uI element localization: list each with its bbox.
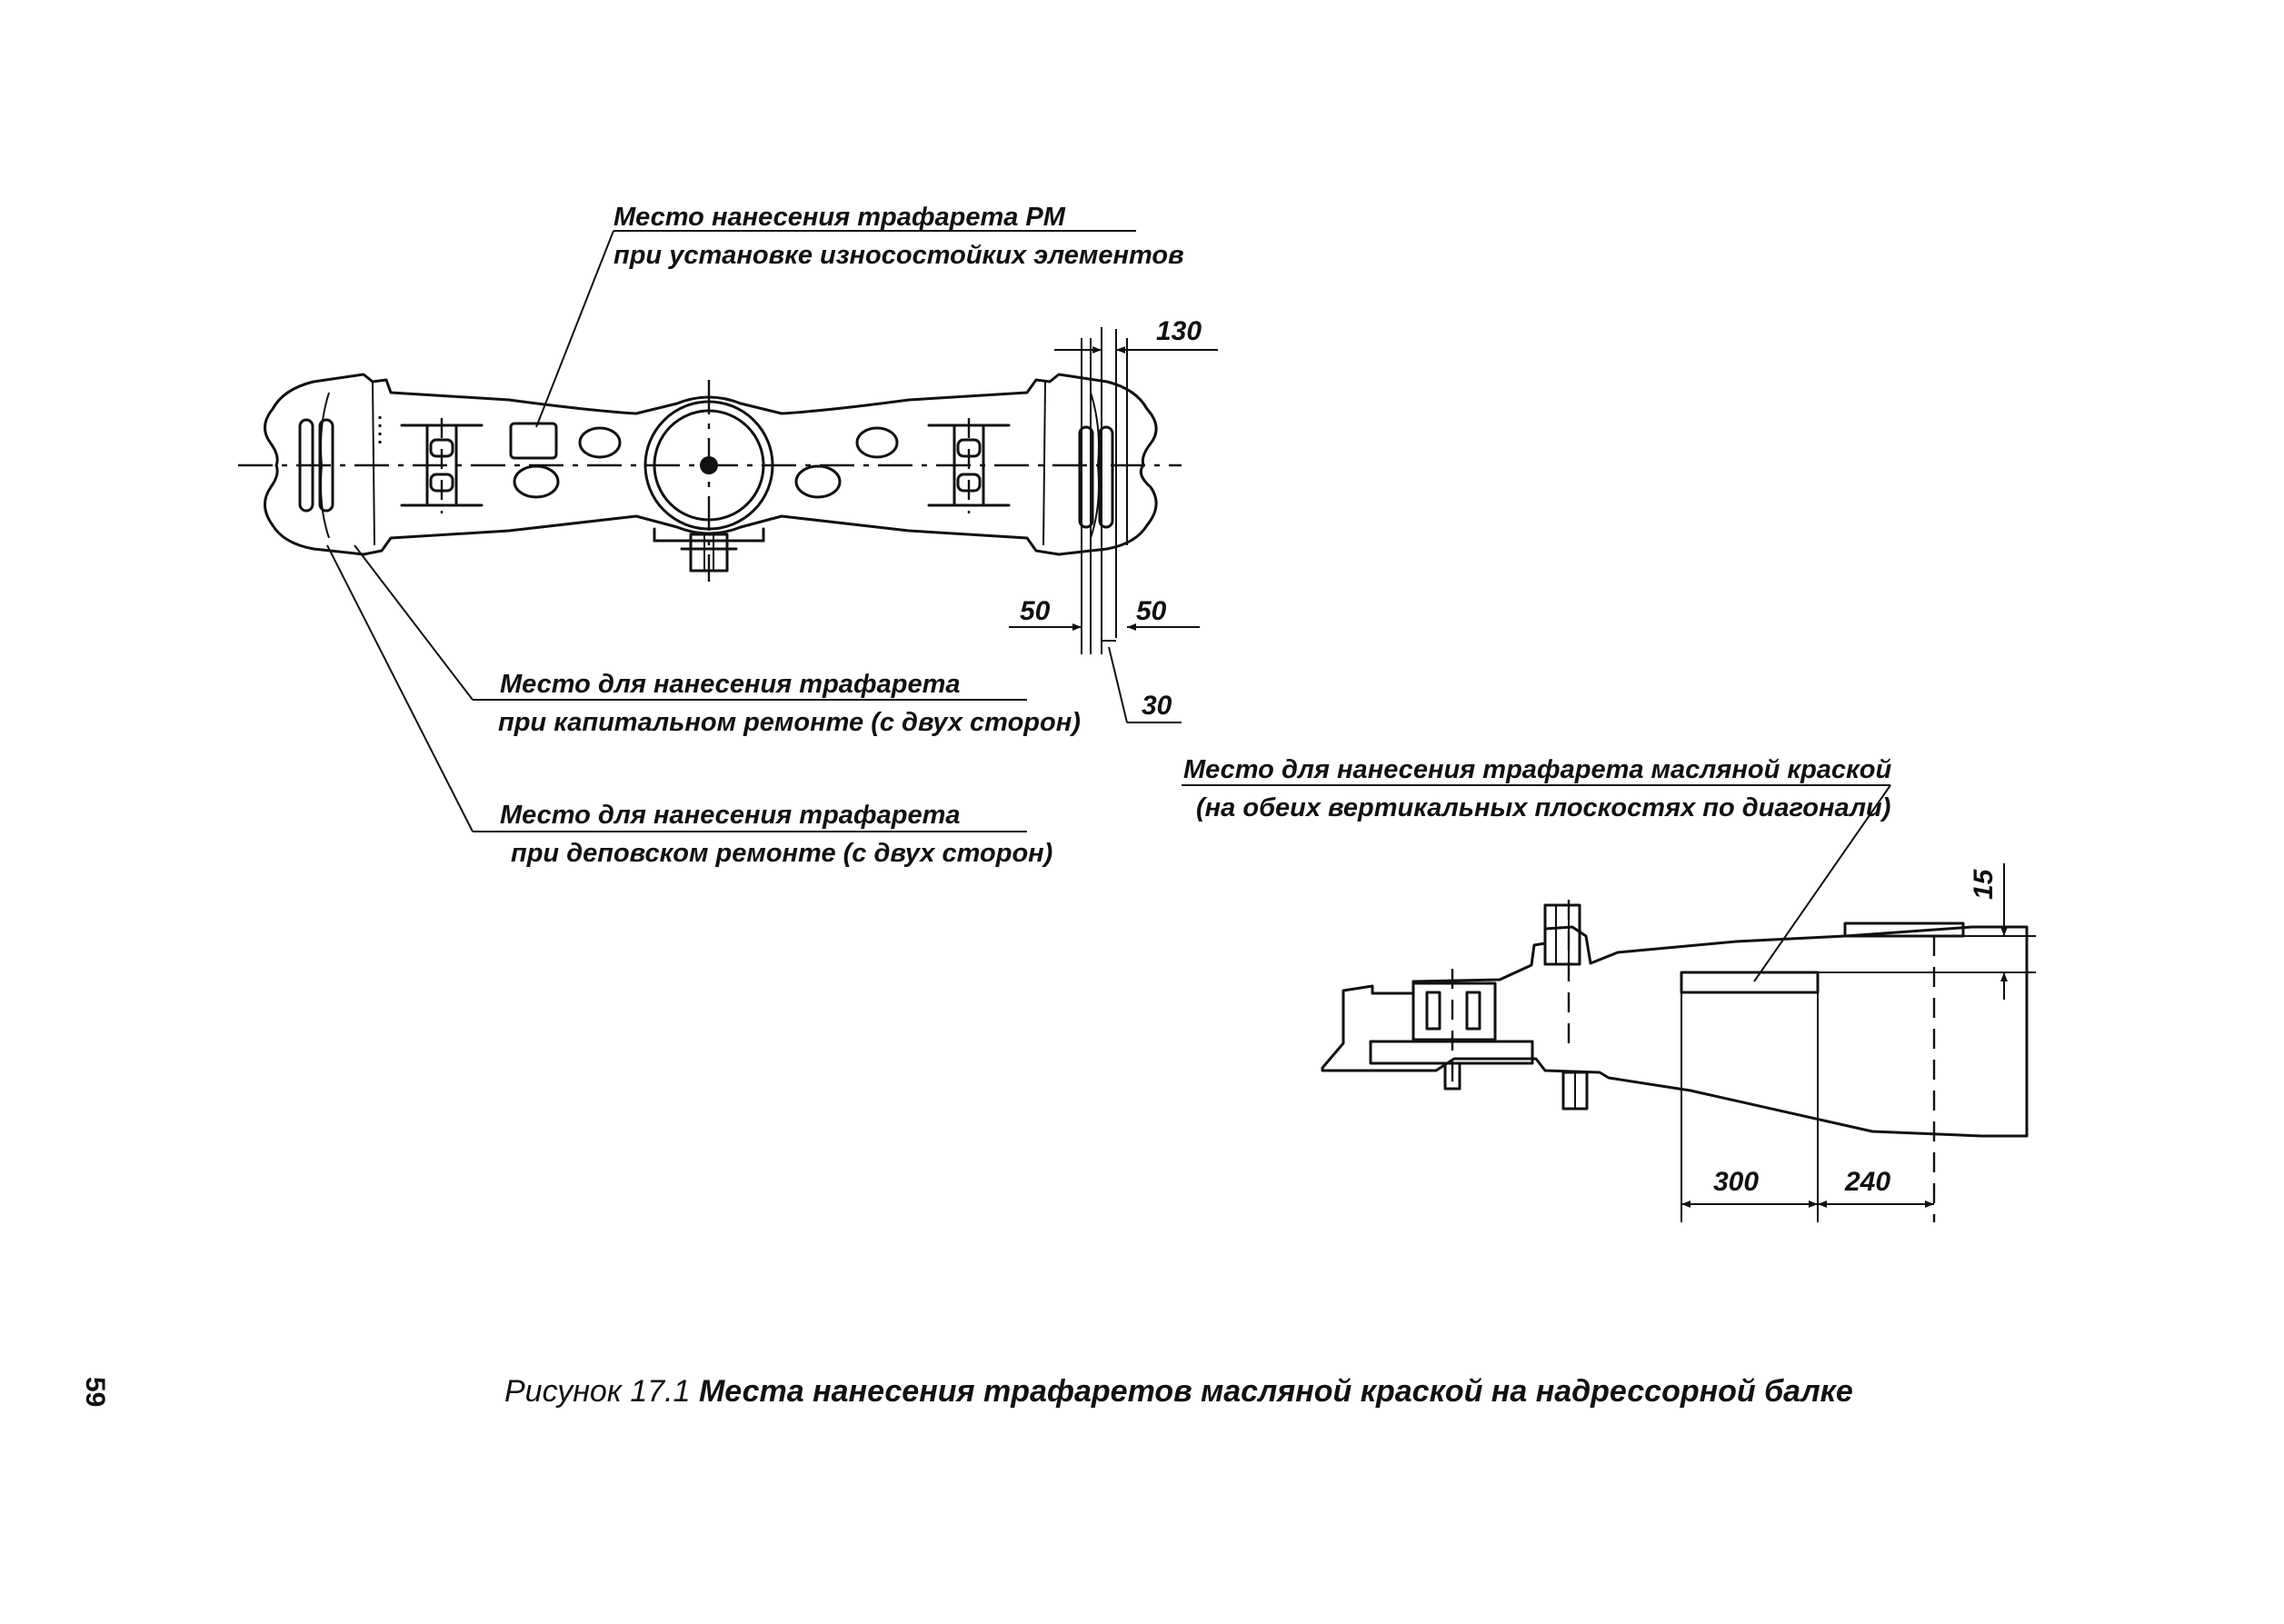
dim-130: 130	[1156, 316, 1202, 346]
page-number: 59	[80, 1377, 110, 1407]
figure-caption-text: Места нанесения трафаретов масляной крас…	[699, 1374, 1853, 1409]
oil-stencil-area	[1680, 971, 1820, 994]
dim-50-right: 50	[1136, 596, 1167, 626]
label-depot-line2: при деповском ремонте (с двух сторон)	[511, 839, 1052, 868]
right-spring-seat	[927, 418, 1011, 513]
dim-50-left: 50	[1020, 596, 1051, 626]
label-oil-line1: Место для нанесения трафарета масляной к…	[1183, 755, 1891, 784]
figure-number: Рисунок 17.1	[504, 1374, 699, 1409]
rm-stencil-area	[509, 422, 558, 460]
beam-plan-view	[238, 373, 1182, 582]
label-rm-line2: при установке износостойких элементов	[613, 241, 1184, 270]
label-rm-line1: Место нанесения трафарета РМ	[613, 203, 1066, 232]
centre-bowl	[643, 400, 774, 543]
left-spring-seat	[400, 418, 484, 513]
dim-15: 15	[1969, 868, 1999, 900]
dim-30: 30	[1142, 691, 1172, 721]
label-oil-line2: (на обеих вертикальных плоскостях по диа…	[1196, 793, 1890, 822]
label-capital-line1: Место для нанесения трафарета	[500, 670, 960, 699]
beam-side-view	[1182, 784, 2036, 1222]
label-capital-line2: при капитальном ремонте (с двух сторон)	[498, 708, 1081, 737]
leaders-plan	[326, 230, 1136, 832]
figure-caption: Рисунок 17.1 Места нанесения трафаретов …	[504, 1374, 1853, 1409]
dim-300: 300	[1713, 1167, 1759, 1197]
dim-240: 240	[1844, 1167, 1890, 1197]
label-depot-line1: Место для нанесения трафарета	[500, 801, 960, 830]
dimensions-plan	[1009, 327, 1218, 723]
